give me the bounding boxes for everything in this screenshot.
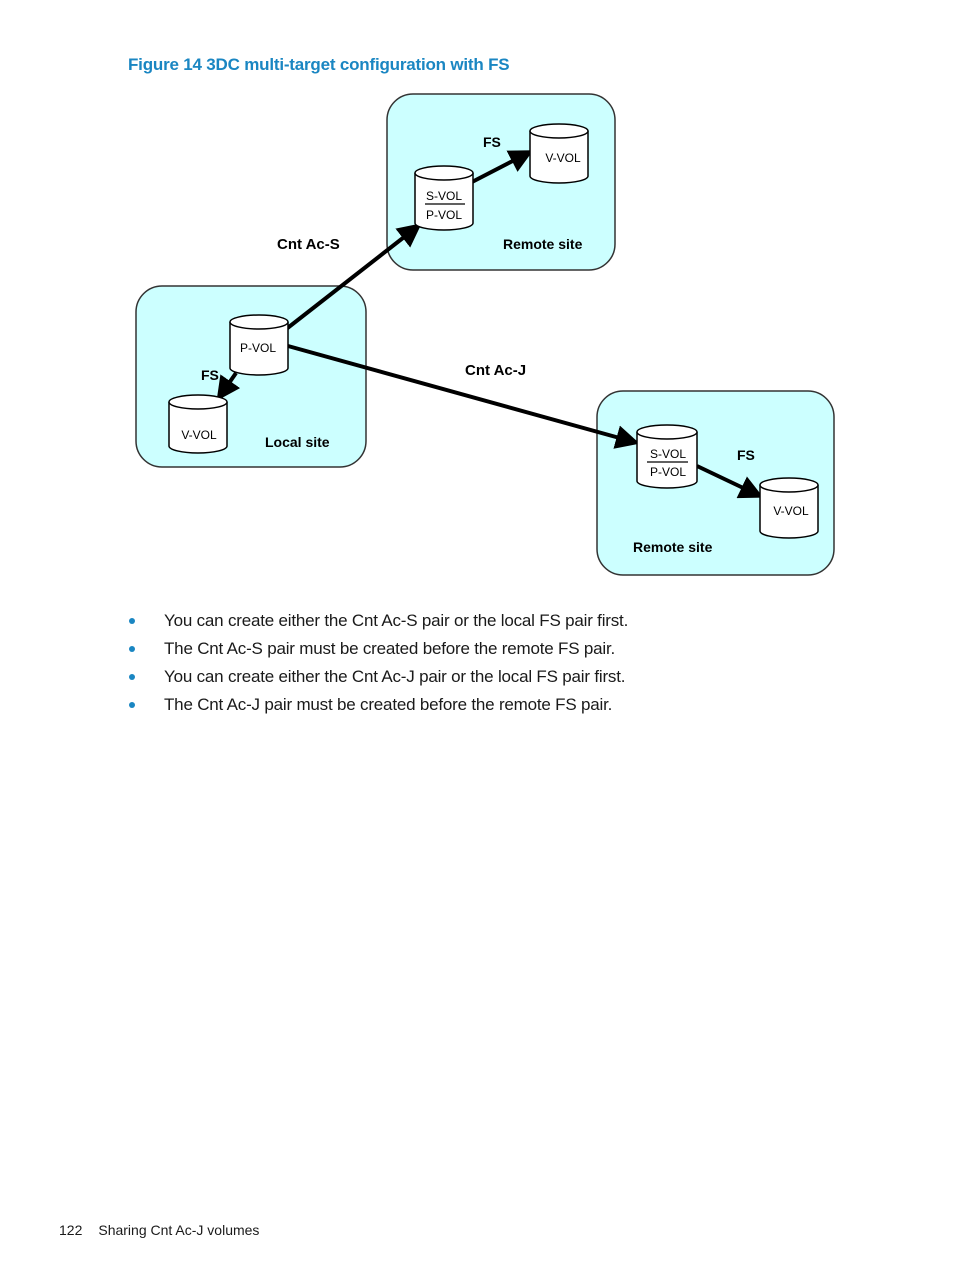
figure-caption: Figure 14 3DC multi-target configuration… [128, 55, 510, 74]
list-item: You can create either the Cnt Ac-J pair … [128, 663, 628, 691]
local-site-label: Local site [265, 434, 330, 450]
local-pvol-cylinder: P-VOL [229, 314, 289, 376]
bottom-svol-label: S-VOL [650, 447, 686, 461]
list-item: You can create either the Cnt Ac-S pair … [128, 607, 628, 635]
list-item: The Cnt Ac-J pair must be created before… [128, 691, 628, 719]
cnt-ac-j-label: Cnt Ac-J [465, 362, 526, 379]
list-item: The Cnt Ac-S pair must be created before… [128, 635, 628, 663]
list-item-text: You can create either the Cnt Ac-J pair … [164, 667, 626, 686]
bullet-icon [129, 646, 135, 652]
top-svol-label: S-VOL [426, 189, 462, 203]
list-item-text: The Cnt Ac-J pair must be created before… [164, 695, 613, 714]
bullet-icon [129, 618, 135, 624]
bottom-vvol-label: V-VOL [773, 504, 809, 518]
list-item-text: You can create either the Cnt Ac-S pair … [164, 611, 629, 630]
list-item-text: The Cnt Ac-S pair must be created before… [164, 639, 616, 658]
configuration-diagram: S-VOL P-VOL V-VOL P-VOL V-VOL S-VOL P-VO… [135, 93, 835, 576]
fs-arrow-bottom [696, 464, 764, 499]
fs-label-local: FS [201, 367, 219, 383]
bottom-vvol-cylinder: V-VOL [759, 477, 819, 539]
fs-label-bottom: FS [737, 447, 755, 463]
bullet-icon [129, 674, 135, 680]
fs-arrow-local [216, 371, 241, 401]
cnt-ac-j-arrow [287, 344, 640, 449]
local-pvol-label: P-VOL [240, 341, 276, 355]
local-vvol-label: V-VOL [181, 428, 217, 442]
fs-arrow-top [471, 150, 534, 184]
page-number: 122 [59, 1222, 83, 1238]
remote-site-bottom-label: Remote site [633, 539, 713, 555]
top-vvol-label: V-VOL [545, 151, 581, 165]
bottom-pvol-label: P-VOL [650, 465, 686, 479]
fs-label-top: FS [483, 134, 501, 150]
cnt-ac-s-label: Cnt Ac-S [277, 236, 340, 253]
footer-section-title: Sharing Cnt Ac-J volumes [98, 1222, 260, 1238]
bottom-svol-pvol-cylinder: S-VOL P-VOL [636, 424, 698, 489]
top-svol-pvol-cylinder: S-VOL P-VOL [414, 165, 474, 231]
top-vvol-cylinder: V-VOL [529, 123, 589, 184]
bullet-list: You can create either the Cnt Ac-S pair … [128, 607, 628, 719]
page-footer: 122 Sharing Cnt Ac-J volumes [59, 1222, 259, 1238]
bullet-icon [129, 702, 135, 708]
cnt-ac-s-arrow [283, 223, 422, 332]
local-vvol-cylinder: V-VOL [168, 394, 228, 454]
remote-site-top-label: Remote site [503, 236, 583, 252]
top-pvol-label: P-VOL [426, 208, 462, 222]
